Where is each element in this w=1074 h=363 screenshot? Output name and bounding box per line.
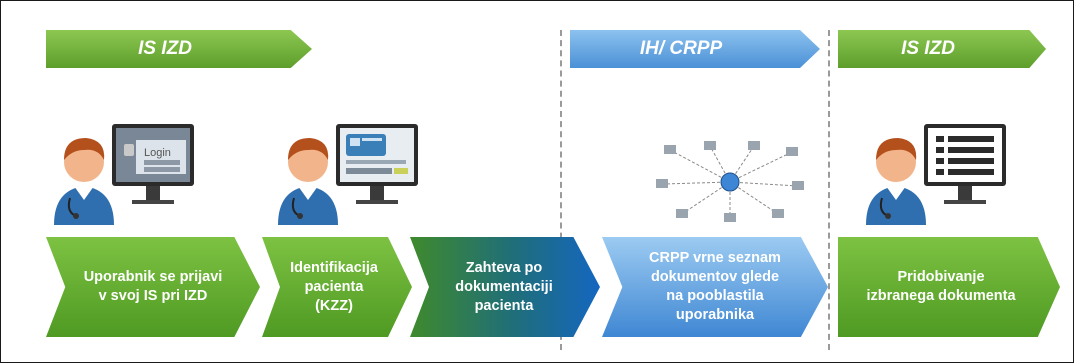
section-divider <box>828 30 830 350</box>
doctor-login-icon: Login <box>46 120 196 230</box>
login-screen-text: Login <box>144 147 171 159</box>
step-4-line-1: CRPP vrne seznam <box>649 250 781 266</box>
banner-label: IS IZD <box>138 38 192 59</box>
step-4-line-4: uporabnika <box>675 307 755 323</box>
step-4-line-3: na pooblastila <box>666 288 764 304</box>
step-4-arrow: CRPP vrne seznam dokumentov glede na poo… <box>602 237 828 337</box>
step-3-line-2: dokumentaciji <box>455 278 553 295</box>
step-3-line-3: pacienta <box>474 297 534 314</box>
step-2-arrow: Identifikacija pacienta (KZZ) <box>262 237 412 337</box>
section-divider <box>560 30 562 350</box>
banner-ih-crpp: IH/ CRPP <box>570 30 820 68</box>
step-5-arrow: Pridobivanje izbranega dokumenta <box>838 237 1060 337</box>
doctor-card-icon <box>270 120 420 230</box>
banner-is-izd-right: IS IZD <box>838 30 1046 68</box>
step-3-arrow: Zahteva po dokumentaciji pacienta <box>410 237 600 337</box>
step-5-line-1: Pridobivanje <box>897 269 985 285</box>
banner-is-izd-left: IS IZD <box>46 30 312 68</box>
step-5-line-2: izbranega dokumenta <box>866 288 1016 304</box>
doctor-document-icon <box>858 120 1008 230</box>
banner-label: IS IZD <box>901 38 955 59</box>
network-icon <box>650 140 810 230</box>
step-2-line-1: Identifikacija <box>290 259 378 276</box>
step-3-line-1: Zahteva po <box>465 259 543 276</box>
banner-label: IH/ CRPP <box>639 38 723 59</box>
step-1-arrow: Uporabnik se prijavi v svoj IS pri IZD <box>46 237 260 337</box>
step-1-line-1: Uporabnik se prijavi <box>83 269 223 285</box>
step-1-line-2: v svoj IS pri IZD <box>98 288 208 304</box>
step-4-line-2: dokumentov glede <box>650 269 780 285</box>
step-2-line-3: (KZZ) <box>315 297 353 314</box>
step-2-line-2: pacienta <box>304 278 364 295</box>
